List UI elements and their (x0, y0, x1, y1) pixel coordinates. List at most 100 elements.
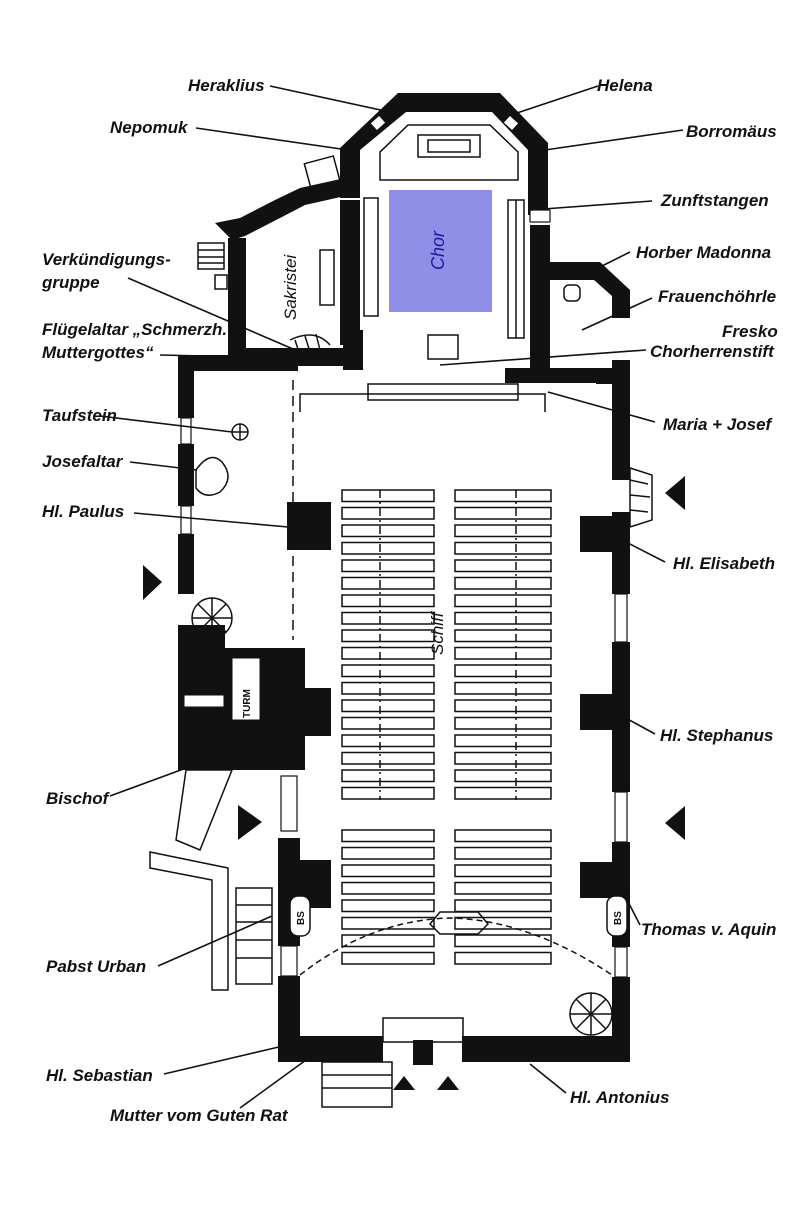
label-fluegelaltar-2: Muttergottes“ (42, 343, 154, 362)
entrance-arrow-east-lower (665, 806, 685, 840)
label-mutter: Mutter vom Guten Rat (110, 1106, 289, 1125)
pew (454, 681, 552, 695)
label-frauenchoehrle: Frauenchöhrle (658, 287, 776, 306)
label-fresko-2: Chorherrenstift (650, 342, 775, 361)
bs-right-label: BS (613, 911, 624, 925)
pew (454, 576, 552, 590)
pew (454, 951, 552, 965)
pew (341, 506, 435, 520)
pew (454, 769, 552, 783)
pew (341, 699, 435, 713)
piers: BS BS (287, 368, 628, 937)
pew (341, 681, 435, 695)
pew (341, 864, 435, 878)
pew (341, 716, 435, 730)
pew (341, 934, 435, 948)
exterior-stairs (149, 769, 393, 1108)
label-verkuendigung-2: gruppe (41, 273, 100, 292)
pew (341, 734, 435, 748)
pews (341, 489, 552, 965)
label-fluegelaltar-1: Flügelaltar „Schmerzh. (42, 320, 227, 339)
bs-left-label: BS (296, 911, 307, 925)
pew (341, 881, 435, 895)
figure-labels: Heraklius Helena Nepomuk Borromäus Zunft… (41, 76, 778, 1125)
pew (454, 611, 552, 625)
schiff-room-label: Schiff (428, 610, 447, 655)
pew (454, 916, 552, 930)
sacristy-walls (197, 155, 363, 370)
pew (341, 559, 435, 573)
entrance-arrow-southwest (238, 805, 262, 840)
pew (454, 699, 552, 713)
pew (341, 541, 435, 555)
pew (341, 751, 435, 765)
pew (454, 559, 552, 573)
pew (454, 846, 552, 860)
pew (454, 664, 552, 678)
label-borromaeus: Borromäus (686, 122, 777, 141)
leader-lines (99, 85, 684, 1109)
pew (341, 524, 435, 538)
pew (454, 786, 552, 800)
choir-walls (340, 93, 551, 380)
pew (341, 899, 435, 913)
pew (454, 881, 552, 895)
pew (454, 864, 552, 878)
pew (454, 899, 552, 913)
pew (341, 594, 435, 608)
pew (341, 846, 435, 860)
label-horber-madonna: Horber Madonna (636, 243, 771, 262)
label-thomas: Thomas v. Aquin (641, 920, 776, 939)
label-helena: Helena (597, 76, 653, 95)
entrance-arrow-south-1 (393, 1076, 415, 1090)
label-zunftstangen: Zunftstangen (660, 191, 769, 210)
label-elisabeth: Hl. Elisabeth (673, 554, 775, 573)
sakristei-room-label: Sakristei (281, 254, 300, 320)
pew (454, 541, 552, 555)
label-heraklius: Heraklius (188, 76, 265, 95)
pew (341, 664, 435, 678)
label-nepomuk: Nepomuk (110, 118, 189, 137)
label-maria-josef: Maria + Josef (663, 415, 774, 434)
pew (341, 629, 435, 643)
pew (341, 786, 435, 800)
pew (341, 951, 435, 965)
pew (454, 506, 552, 520)
pew (341, 611, 435, 625)
label-taufstein: Taufstein (42, 406, 117, 425)
pew (454, 829, 552, 843)
pew (341, 769, 435, 783)
chor-area (389, 190, 492, 312)
pew (454, 524, 552, 538)
label-fresko-1: Fresko (722, 322, 778, 341)
pew (454, 751, 552, 765)
label-bischof: Bischof (46, 789, 111, 808)
turm-label: TURM (242, 689, 253, 718)
pew (341, 916, 435, 930)
pew (341, 646, 435, 660)
pew (454, 934, 552, 948)
label-urban: Pabst Urban (46, 957, 146, 976)
label-verkuendigung-1: Verkündigungs- (42, 250, 171, 269)
pew (454, 594, 552, 608)
pew (454, 734, 552, 748)
chor-room-label: Chor (428, 230, 448, 270)
nave-walls: TURM (178, 262, 653, 1065)
label-paulus: Hl. Paulus (42, 502, 124, 521)
entrance-arrow-west (143, 565, 162, 600)
label-stephanus: Hl. Stephanus (660, 726, 773, 745)
entrance-arrow-south-2 (437, 1076, 459, 1090)
label-antonius: Hl. Antonius (570, 1088, 669, 1107)
pew (454, 629, 552, 643)
label-sebastian: Hl. Sebastian (46, 1066, 153, 1085)
pew (454, 489, 552, 503)
label-josefaltar: Josefaltar (42, 452, 124, 471)
pew (341, 829, 435, 843)
pew (341, 489, 435, 503)
entrance-arrow-east-upper (665, 476, 685, 510)
pew (454, 716, 552, 730)
pew (454, 646, 552, 660)
pew (341, 576, 435, 590)
